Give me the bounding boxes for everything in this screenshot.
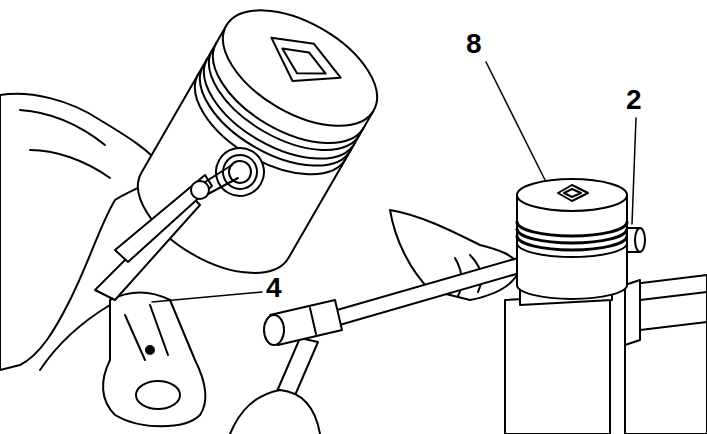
leader-lines xyxy=(152,62,636,302)
callout-number: 4 xyxy=(266,274,282,302)
piston-left xyxy=(119,0,396,297)
connecting-rod xyxy=(40,293,205,427)
circlip-pliers xyxy=(95,165,238,300)
callout-number: 8 xyxy=(466,30,482,58)
hammer xyxy=(230,300,342,434)
piston-right xyxy=(517,179,645,299)
callout-number: 2 xyxy=(626,86,642,114)
drift-punch xyxy=(330,256,530,326)
vise xyxy=(505,275,707,434)
